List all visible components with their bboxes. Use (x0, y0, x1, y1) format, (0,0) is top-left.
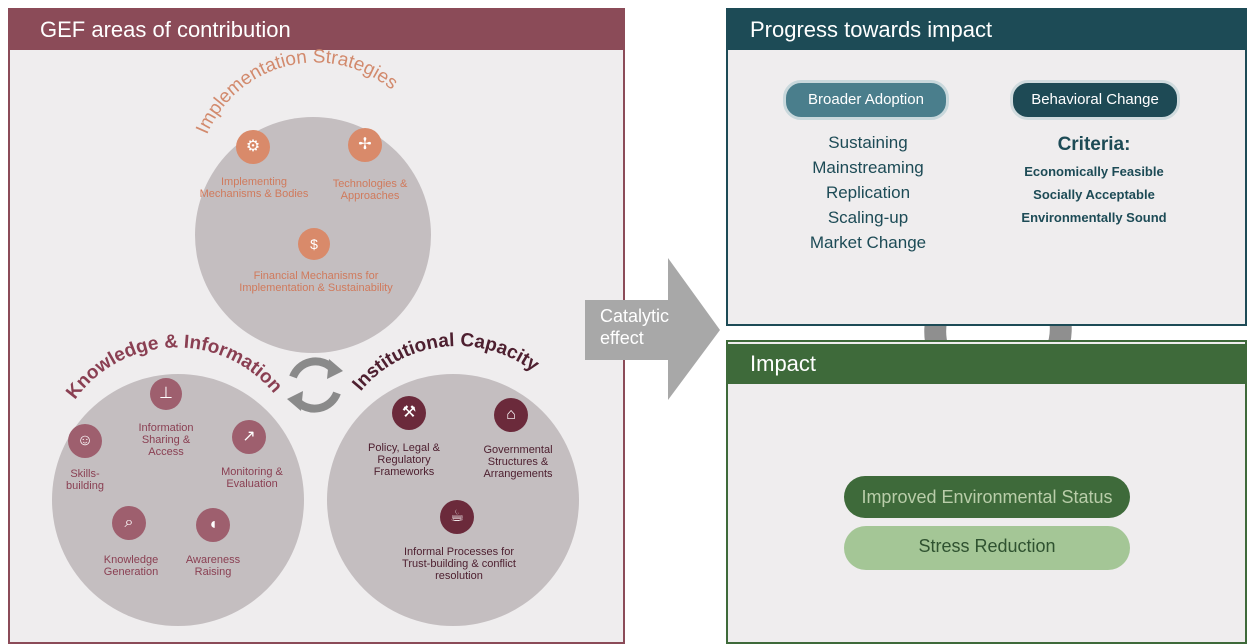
money-bag-icon: $ (298, 228, 330, 260)
government-building-icon: ⌂ (494, 398, 528, 432)
coffee-cups-icon: ☕ (440, 500, 474, 534)
institutional-item-informal: Informal Processes for Trust-building & … (402, 546, 516, 582)
improved-environmental-status-band: Improved Environmental Status (844, 476, 1130, 518)
knowledge-item-monitoring: Monitoring & Evaluation (221, 466, 283, 490)
impact-header: Impact (728, 344, 1245, 384)
knowledge-item-sharing: Information Sharing & Access (138, 422, 194, 458)
institutional-item-governmental: Governmental Structures & Arrangements (483, 444, 553, 480)
knowledge-item-awareness: Awareness Raising (185, 554, 241, 578)
megaphone-icon: ◖ (196, 508, 230, 542)
progress-header: Progress towards impact (728, 10, 1245, 50)
magnifier-icon: ⌕ (112, 506, 146, 540)
implementation-item-technologies: Technologies & Approaches (332, 178, 408, 202)
people-icon: ☺ (68, 424, 102, 458)
catalytic-arrow (585, 258, 720, 400)
gears-icon: ⚙ (236, 130, 270, 164)
knowledge-circle (52, 374, 304, 626)
stress-reduction-band: Stress Reduction (844, 526, 1130, 570)
implementation-item-mechanisms: Implementing Mechanisms & Bodies (199, 176, 309, 200)
implementation-item-financial: Financial Mechanisms for Implementation … (239, 270, 393, 294)
broader-adoption-list: Sustaining Mainstreaming Replication Sca… (809, 133, 927, 252)
gef-areas-header: GEF areas of contribution (10, 10, 623, 50)
knowledge-item-skills: Skills-building (66, 468, 104, 492)
cycle-arrows-icon (287, 357, 343, 413)
catalytic-label: Catalytic effect (600, 306, 670, 348)
org-chart-icon: ⊥ (150, 378, 182, 410)
progress-panel: Progress towards impact (726, 8, 1247, 326)
criteria-label: Criteria: (1057, 134, 1131, 155)
broader-adoption-pill: Broader Adoption (783, 80, 949, 120)
gavel-icon: ⚒ (392, 396, 426, 430)
knowledge-item-generation: Knowledge Generation (103, 554, 159, 578)
behavioral-change-pill: Behavioral Change (1010, 80, 1180, 120)
chart-icon: ↗ (232, 420, 266, 454)
wind-turbine-icon: ✢ (348, 128, 382, 162)
criteria-list: Economically Feasible Socially Acceptabl… (1021, 164, 1167, 225)
institutional-item-policy: Policy, Legal & Regulatory Frameworks (368, 442, 440, 478)
